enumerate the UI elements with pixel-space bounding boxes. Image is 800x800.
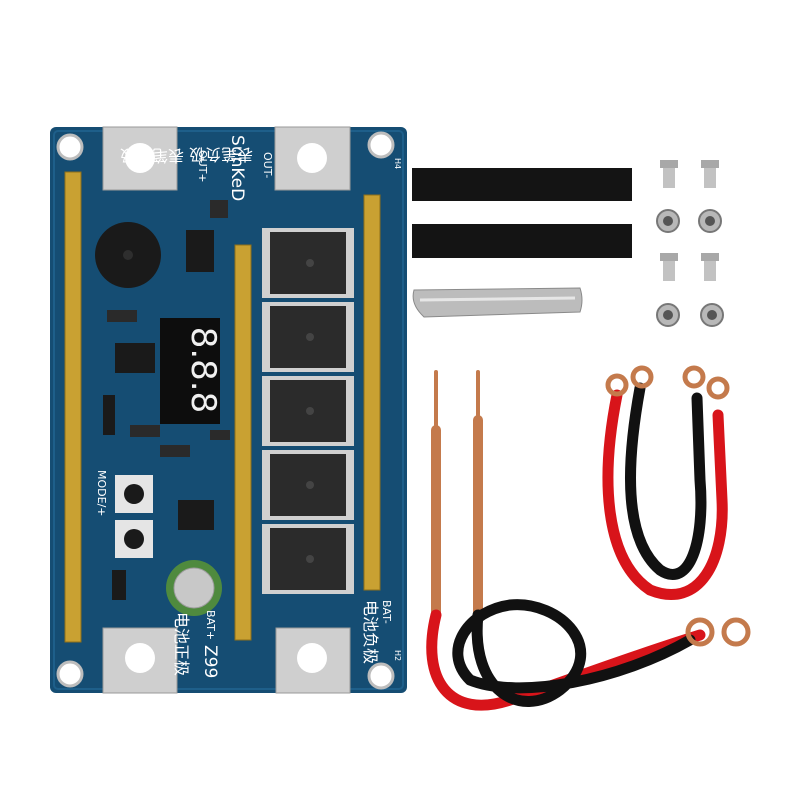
mosfet-array [262, 228, 354, 594]
mosfet [262, 450, 354, 520]
buzzer [95, 222, 161, 288]
terminal-tab-out-minus [274, 126, 351, 191]
mounting-hole [56, 660, 84, 688]
mosfet [262, 376, 354, 446]
capacitor [166, 560, 222, 616]
terminal-tab-bat-plus [102, 627, 178, 694]
label-bat-minus-cn: 电池负极 [361, 600, 380, 664]
corner-label-h4: H4 [393, 158, 402, 169]
pin-header [103, 395, 115, 435]
display-digits: 8.8.8 [183, 327, 223, 414]
resistor-pack [210, 430, 230, 440]
corner-label-h3: H3 [42, 652, 51, 663]
mosfet [262, 302, 354, 372]
mode-label: MODE/+ [95, 470, 108, 517]
pen-cable-pair [426, 599, 751, 711]
welding-pen-pair [431, 370, 483, 620]
label-out-minus-cn: 表笔负极 [189, 145, 253, 164]
copper-strip-left [64, 171, 82, 643]
mode-button[interactable] [115, 475, 153, 513]
metal-clip [412, 287, 583, 318]
resistor-pack [130, 425, 160, 437]
terminal-tab-out-plus [102, 126, 178, 191]
battery-cable-pair [602, 365, 730, 600]
screw [701, 160, 719, 188]
seven-segment-display: 8.8.8 [160, 318, 223, 424]
insulating-tape-strip [412, 168, 632, 201]
corner-label-h2: H2 [393, 650, 402, 661]
label-out-plus-cn: 表笔正极 [120, 146, 184, 165]
copper-strip-middle [234, 244, 252, 641]
mosfet [262, 524, 354, 594]
copper-strip-right [363, 194, 381, 591]
insulating-tape-strip [412, 224, 632, 258]
driver-chip [178, 500, 214, 530]
brand-label: SunKeD [227, 135, 247, 201]
terminal-tab-bat-minus [275, 627, 351, 694]
label-bat-plus-cn: 电池正极 [172, 612, 191, 676]
screw [660, 253, 678, 281]
label-out-plus-en: OUT+ [196, 150, 209, 183]
mounting-hole [56, 133, 84, 161]
mounting-hole [367, 131, 395, 159]
trigger-button[interactable] [115, 520, 153, 558]
mounting-hole [367, 662, 395, 690]
screw [660, 160, 678, 188]
fuse [112, 570, 126, 600]
resistor-pack [210, 200, 228, 218]
label-bat-plus-en: BAT+ [204, 610, 217, 640]
regulator-chip [186, 230, 214, 272]
resistor-pack [107, 310, 137, 322]
mosfet [262, 228, 354, 298]
corner-label-h1: H1 [40, 160, 49, 171]
label-out-minus-en: OUT- [261, 152, 274, 178]
spot-welder-pcb: 8.8.8 表笔正极 OUT+ SunKeD 表笔负极 OUT- 电池正极 BA… [40, 126, 407, 694]
model-label: Z99 [200, 645, 220, 678]
screw [701, 253, 719, 281]
label-bat-minus-en: BAT- [380, 600, 393, 624]
mcu-chip [115, 343, 155, 373]
resistor-pack [160, 445, 190, 457]
